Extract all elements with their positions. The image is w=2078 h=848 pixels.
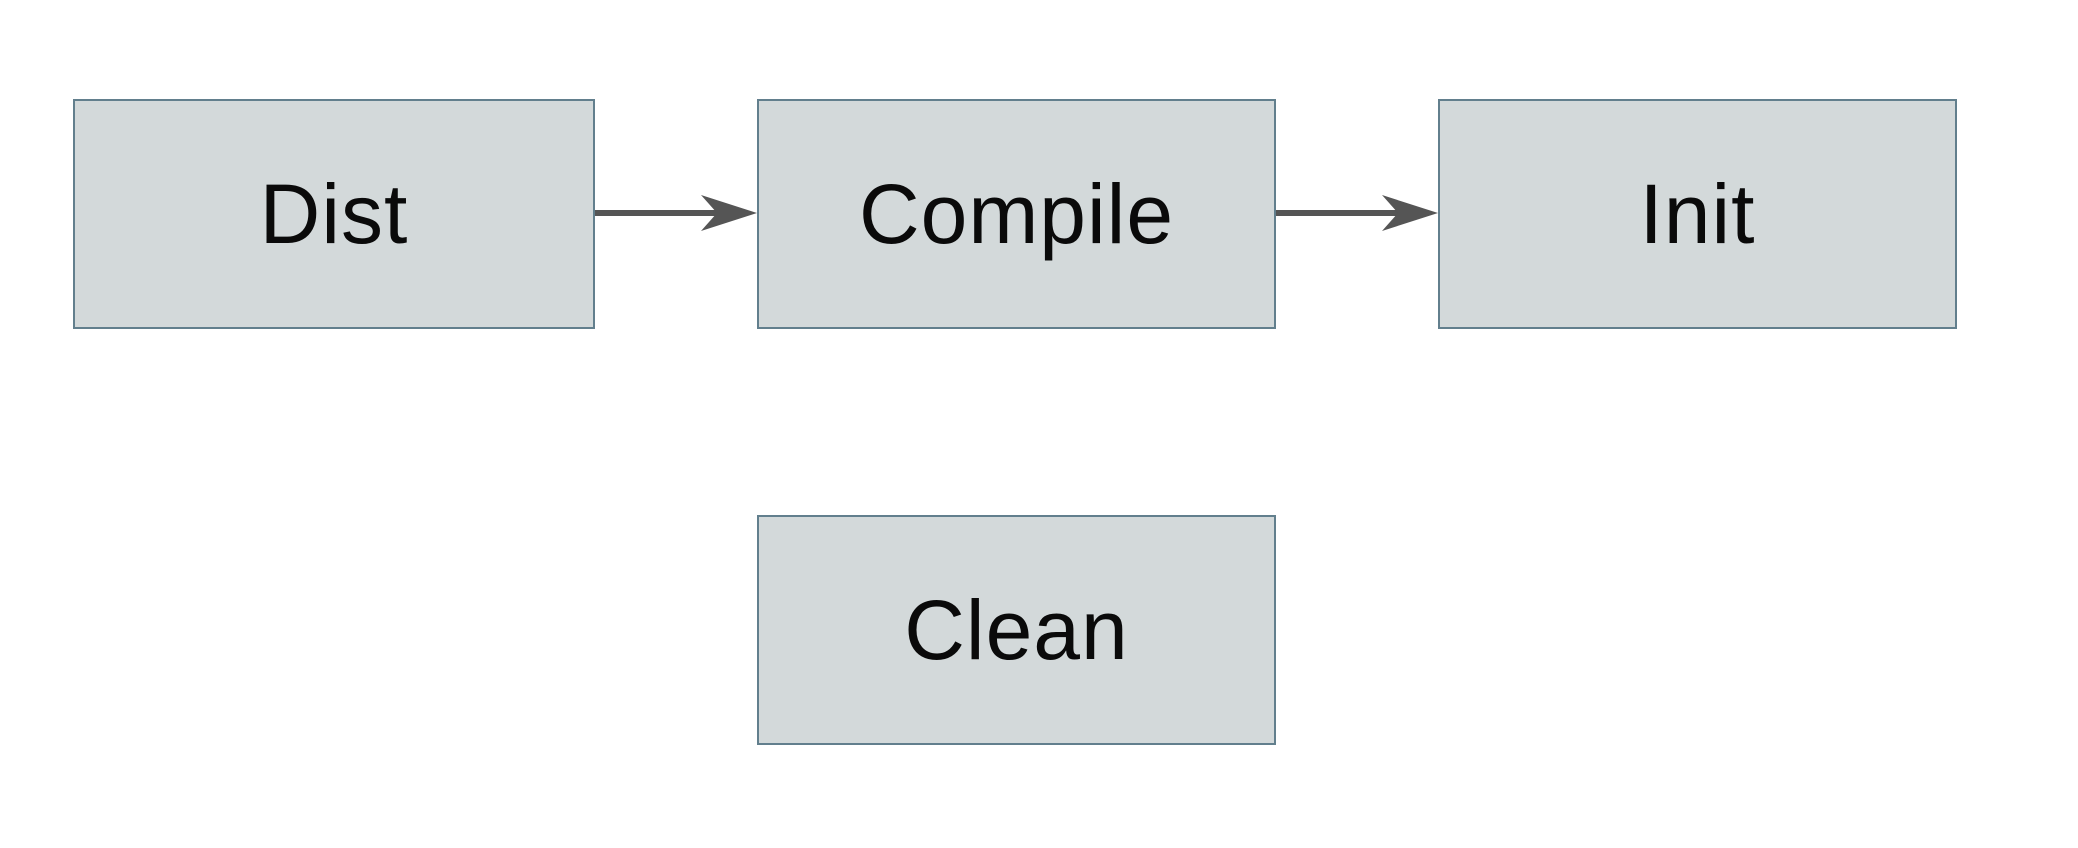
- node-compile[interactable]: Compile: [757, 99, 1276, 329]
- arrow-dist-to-compile: [595, 195, 757, 231]
- node-init[interactable]: Init: [1438, 99, 1957, 329]
- node-clean-label: Clean: [904, 583, 1129, 677]
- node-compile-label: Compile: [858, 167, 1175, 261]
- node-dist[interactable]: Dist: [73, 99, 595, 329]
- arrowhead-icon: [701, 195, 757, 231]
- node-dist-label: Dist: [259, 167, 409, 261]
- arrowhead-icon: [1382, 195, 1438, 231]
- node-clean[interactable]: Clean: [757, 515, 1276, 745]
- node-init-label: Init: [1639, 167, 1756, 261]
- arrow-compile-to-init: [1276, 195, 1438, 231]
